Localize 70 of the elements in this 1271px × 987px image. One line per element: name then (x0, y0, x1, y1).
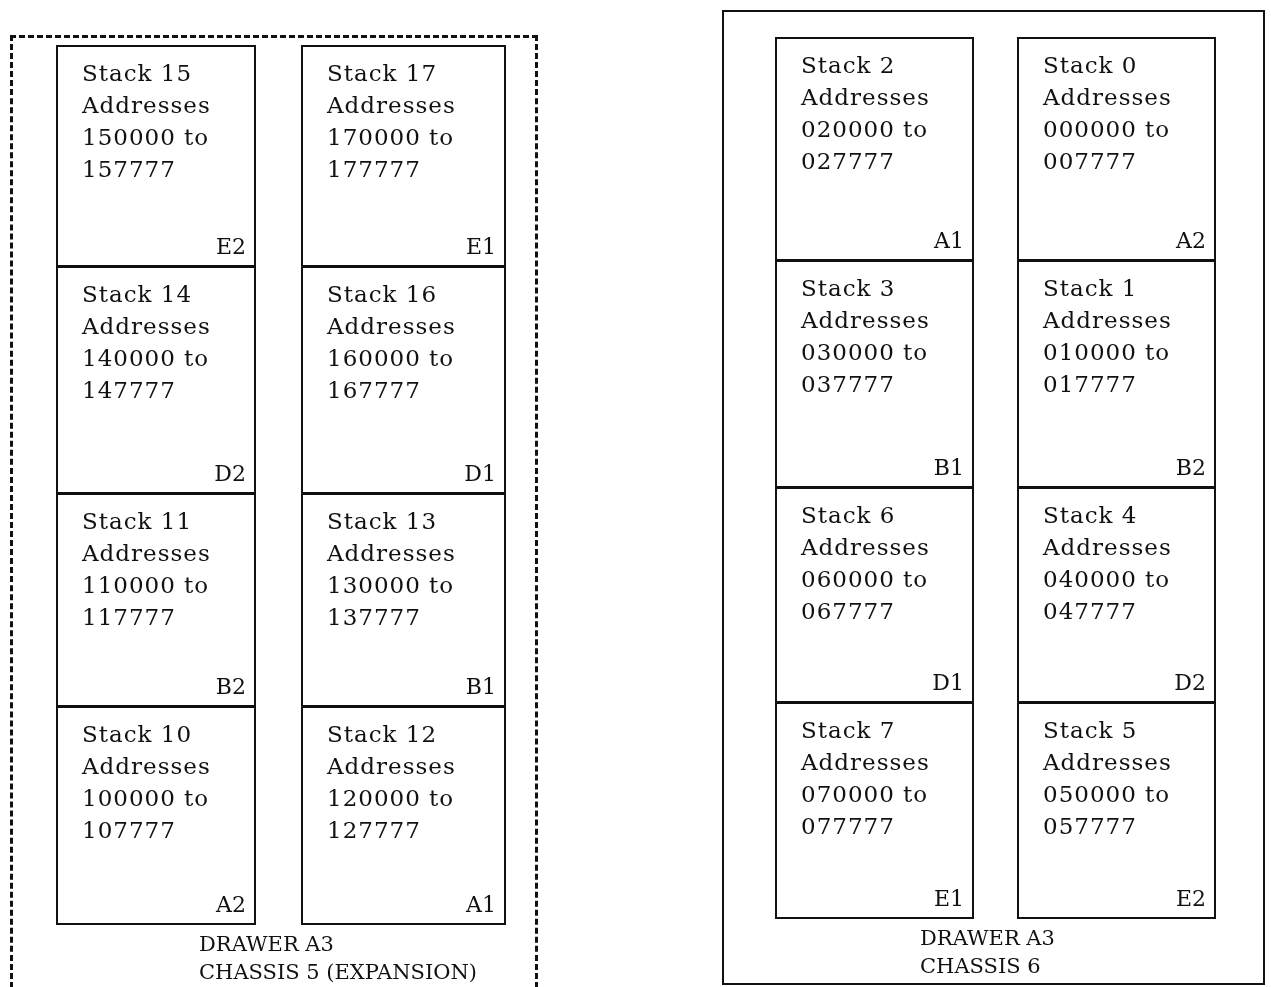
chassis-label: CHASSIS 5 (EXPANSION) (199, 959, 478, 985)
position-label: D2 (214, 460, 246, 488)
chassis-label: CHASSIS 6 (920, 953, 1041, 979)
address-range: Addresses 050000 to 057777 (1043, 748, 1172, 841)
stack-title: Stack 17 (327, 59, 439, 88)
chassis-label: DRAWER A3 (920, 925, 1055, 951)
memory-stack-box (56, 493, 256, 707)
memory-stack-box (775, 260, 974, 488)
memory-stack-box (56, 706, 256, 925)
stack-title: Stack 6 (801, 501, 897, 530)
address-range: Addresses 000000 to 007777 (1043, 83, 1172, 176)
address-range: Addresses 150000 to 157777 (82, 91, 211, 184)
position-label: A2 (1176, 227, 1206, 255)
position-label: B1 (933, 454, 964, 482)
stack-title: Stack 13 (327, 507, 439, 536)
address-range: Addresses 110000 to 117777 (82, 539, 211, 632)
stack-title: Stack 15 (82, 59, 194, 88)
position-label: B1 (465, 673, 496, 701)
position-label: A1 (466, 891, 496, 919)
position-label: D1 (464, 460, 496, 488)
stack-title: Stack 10 (82, 720, 194, 749)
address-range: Addresses 160000 to 167777 (327, 312, 456, 405)
memory-stack-box (775, 487, 974, 703)
address-range: Addresses 130000 to 137777 (327, 539, 456, 632)
stack-title: Stack 4 (1043, 501, 1139, 530)
stack-title: Stack 16 (327, 280, 439, 309)
position-label: D1 (932, 669, 964, 697)
address-range: Addresses 040000 to 047777 (1043, 533, 1172, 626)
address-range: Addresses 010000 to 017777 (1043, 306, 1172, 399)
address-range: Addresses 100000 to 107777 (82, 752, 211, 845)
address-range: Addresses 140000 to 147777 (82, 312, 211, 405)
position-label: E1 (933, 885, 964, 913)
chassis-outline (722, 10, 1265, 985)
position-label: A1 (934, 227, 964, 255)
memory-stack-box (1017, 702, 1216, 919)
chassis-outline (10, 35, 538, 987)
memory-stack-box (301, 45, 506, 267)
stack-title: Stack 0 (1043, 51, 1139, 80)
position-label: D2 (1174, 669, 1206, 697)
address-range: Addresses 120000 to 127777 (327, 752, 456, 845)
position-label: A2 (216, 891, 246, 919)
memory-stack-box (1017, 487, 1216, 703)
memory-stack-box (56, 45, 256, 267)
address-range: Addresses 060000 to 067777 (801, 533, 930, 626)
memory-stack-box (775, 37, 974, 261)
stack-title: Stack 12 (327, 720, 439, 749)
memory-stack-box (301, 706, 506, 925)
address-range: Addresses 170000 to 177777 (327, 91, 456, 184)
position-label: B2 (215, 673, 246, 701)
stack-title: Stack 3 (801, 274, 897, 303)
position-label: E2 (215, 233, 246, 261)
stack-title: Stack 2 (801, 51, 897, 80)
memory-stack-box (1017, 37, 1216, 261)
position-label: E2 (1175, 885, 1206, 913)
stack-title: Stack 5 (1043, 716, 1139, 745)
position-label: E1 (465, 233, 496, 261)
memory-stack-box (1017, 260, 1216, 488)
address-range: Addresses 020000 to 027777 (801, 83, 930, 176)
memory-stack-box (301, 493, 506, 707)
stack-title: Stack 11 (82, 507, 194, 536)
stack-title: Stack 7 (801, 716, 897, 745)
position-label: B2 (1175, 454, 1206, 482)
address-range: Addresses 030000 to 037777 (801, 306, 930, 399)
stack-title: Stack 1 (1043, 274, 1139, 303)
memory-stack-box (56, 266, 256, 494)
address-range: Addresses 070000 to 077777 (801, 748, 930, 841)
memory-stack-box (301, 266, 506, 494)
chassis-label: DRAWER A3 (199, 931, 334, 957)
stack-title: Stack 14 (82, 280, 194, 309)
memory-stack-box (775, 702, 974, 919)
